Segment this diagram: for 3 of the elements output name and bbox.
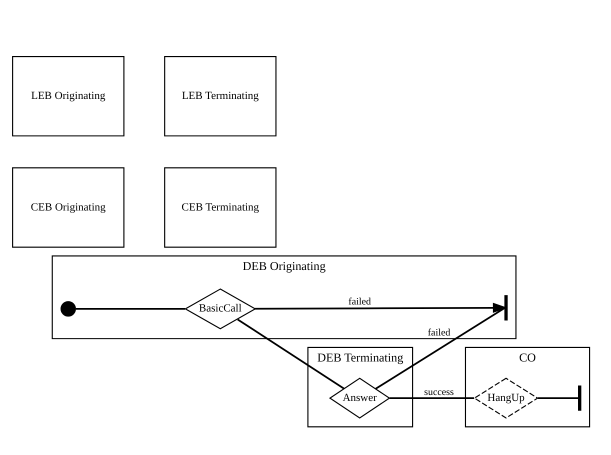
edge-label: failed (348, 296, 371, 308)
edge-label: failed (428, 327, 450, 338)
edge-label: success (424, 386, 454, 398)
